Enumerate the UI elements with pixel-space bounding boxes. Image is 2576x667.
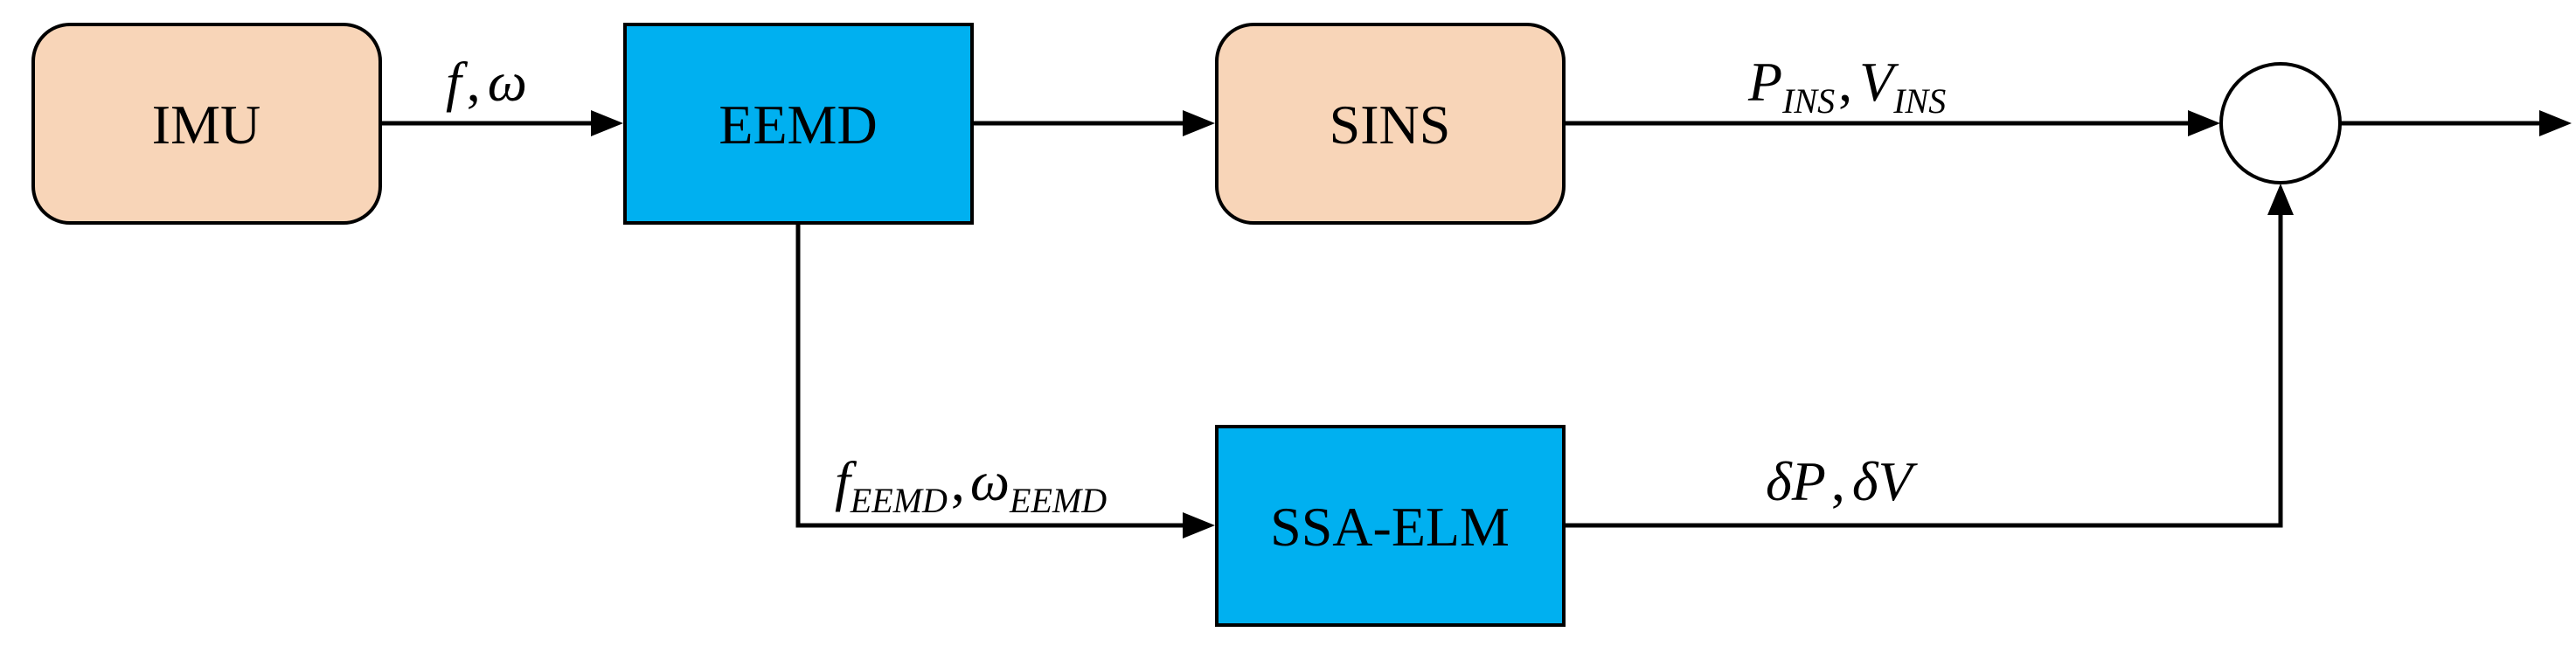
block-ssa-elm: SSA-ELM [1215,425,1566,627]
block-eemd: EEMD [623,23,974,225]
signal-sep: , [1838,51,1852,113]
signal-sep: , [1831,450,1845,512]
block-eemd-label: EEMD [719,94,877,156]
signal-omega: ω [488,51,527,113]
arrowhead-output [2539,110,2572,136]
signal-v: V [1859,51,1899,113]
arrowhead-junction-bottom [2267,184,2294,215]
signal-omega: ω [970,450,1010,512]
block-imu-label: IMU [152,94,260,156]
arrowhead-ssa-elm-input [1183,512,1215,538]
block-imu: IMU [31,23,382,225]
wire-ssa-elm-to-junction [1564,214,2283,528]
arrowhead-junction-left [2188,110,2220,136]
block-eemd-box [623,23,974,225]
summing-junction [2219,62,2342,184]
signal-p: P [1747,51,1782,113]
wire-eemd-to-ssa-elm [795,223,1184,528]
signal-f-subscript: EEMD [850,481,948,520]
arrowhead-eemd-input [591,110,623,136]
block-ssa-elm-label: SSA-ELM [1270,496,1510,558]
signal-delta-p: δP [1766,450,1826,512]
signal-label-p-v-ins: PINS,VINS [1747,51,1946,121]
block-sins: SINS [1215,23,1566,225]
signal-v-subscript: INS [1892,81,1946,121]
signal-sep: , [951,450,965,512]
arrowhead-sins-input [1183,110,1215,136]
signal-p-subscript: INS [1781,81,1835,121]
signal-omega-subscript: EEMD [1009,481,1107,520]
signal-delta-v: δV [1852,450,1919,512]
signal-label-f-omega-eemd: fEEMD,ωEEMD [835,450,1107,520]
signal-label-f-omega: f,ω [446,51,527,113]
signal-label-dp-dv: δP,δV [1766,450,1919,512]
block-sins-label: SINS [1330,94,1451,156]
signal-f: f [446,51,469,113]
signal-sep: , [467,51,481,113]
